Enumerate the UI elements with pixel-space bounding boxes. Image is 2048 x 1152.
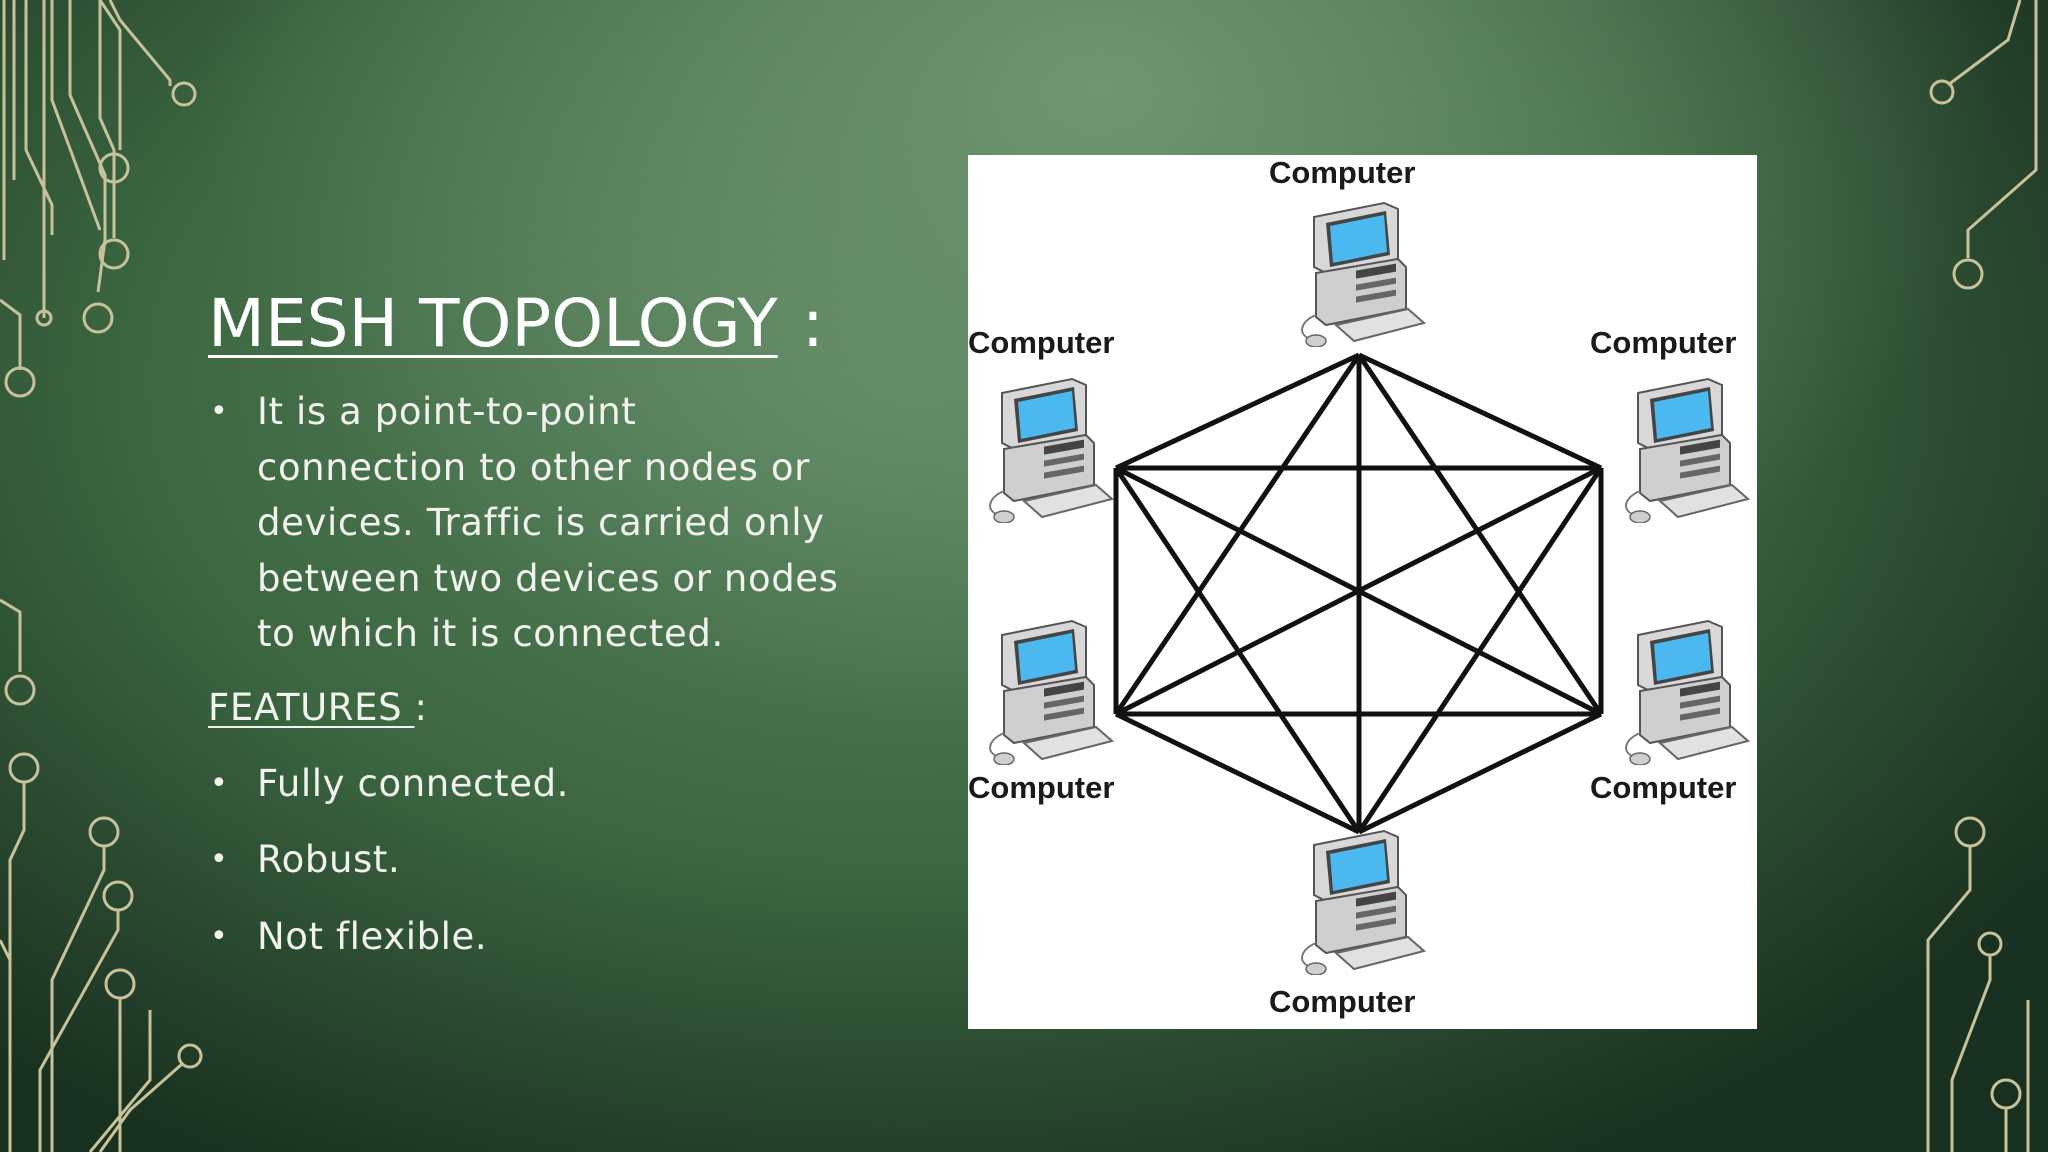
desktop-computer-icon [1301,202,1425,347]
circuit-decoration-right [1926,0,2038,1152]
desktop-computer-icon [1625,620,1749,765]
bullet-icon: • [210,842,229,877]
intro-bullet-text: It is a point-to-point connection to oth… [257,390,839,655]
bullet-icon: • [210,394,229,429]
bullet-icon: • [210,765,229,801]
mesh-link [1114,465,1603,717]
mesh-link [1114,711,1361,835]
mesh-links [1113,352,1604,835]
node-label-bottom: Computer [1269,984,1416,1019]
node-label-lower-right: Computer [1590,770,1737,805]
intro-bullet: • It is a point-to-point connection to o… [208,384,848,662]
desktop-computer-icon [989,620,1113,765]
feature-list: • Fully connected. • Robust. • Not flexi… [208,756,848,965]
node-label-lower-left: Computer [968,770,1115,805]
mesh-link [1113,353,1362,716]
slide-title-colon: : [801,285,824,362]
feature-item: • Fully connected. [208,756,848,812]
bullet-icon: • [210,918,229,954]
desktop-computer-icon [989,378,1113,523]
node-label-upper-right: Computer [1590,325,1737,360]
feature-item: • Not flexible. [208,909,848,965]
desktop-computer-icon [1301,830,1425,975]
feature-item-text: Fully connected. [257,761,570,805]
mesh-link [1357,352,1603,471]
feature-item-text: Robust. [257,838,401,881]
features-heading-colon: : [414,685,428,729]
mesh-link [1356,466,1604,834]
mesh-link [1356,353,1604,716]
slide-title: MESH TOPOLOGY: [208,282,824,366]
feature-item-text: Not flexible. [257,914,488,958]
mesh-topology-diagram: Computer Computer Computer Computer Comp… [968,155,1757,1029]
node-label-top: Computer [1269,155,1416,190]
circuit-decoration-left [0,0,203,1152]
node-label-upper-left: Computer [968,325,1115,360]
mesh-link [1114,352,1361,471]
slide-title-text: MESH TOPOLOGY [208,285,778,362]
desktop-computer-icon [1625,378,1749,523]
feature-item: • Robust. [208,832,848,888]
features-heading: FEATURES : [208,680,848,735]
mesh-link [1357,711,1603,835]
features-heading-text: FEATURES [208,685,415,729]
text-content: • It is a point-to-point connection to o… [208,384,848,964]
